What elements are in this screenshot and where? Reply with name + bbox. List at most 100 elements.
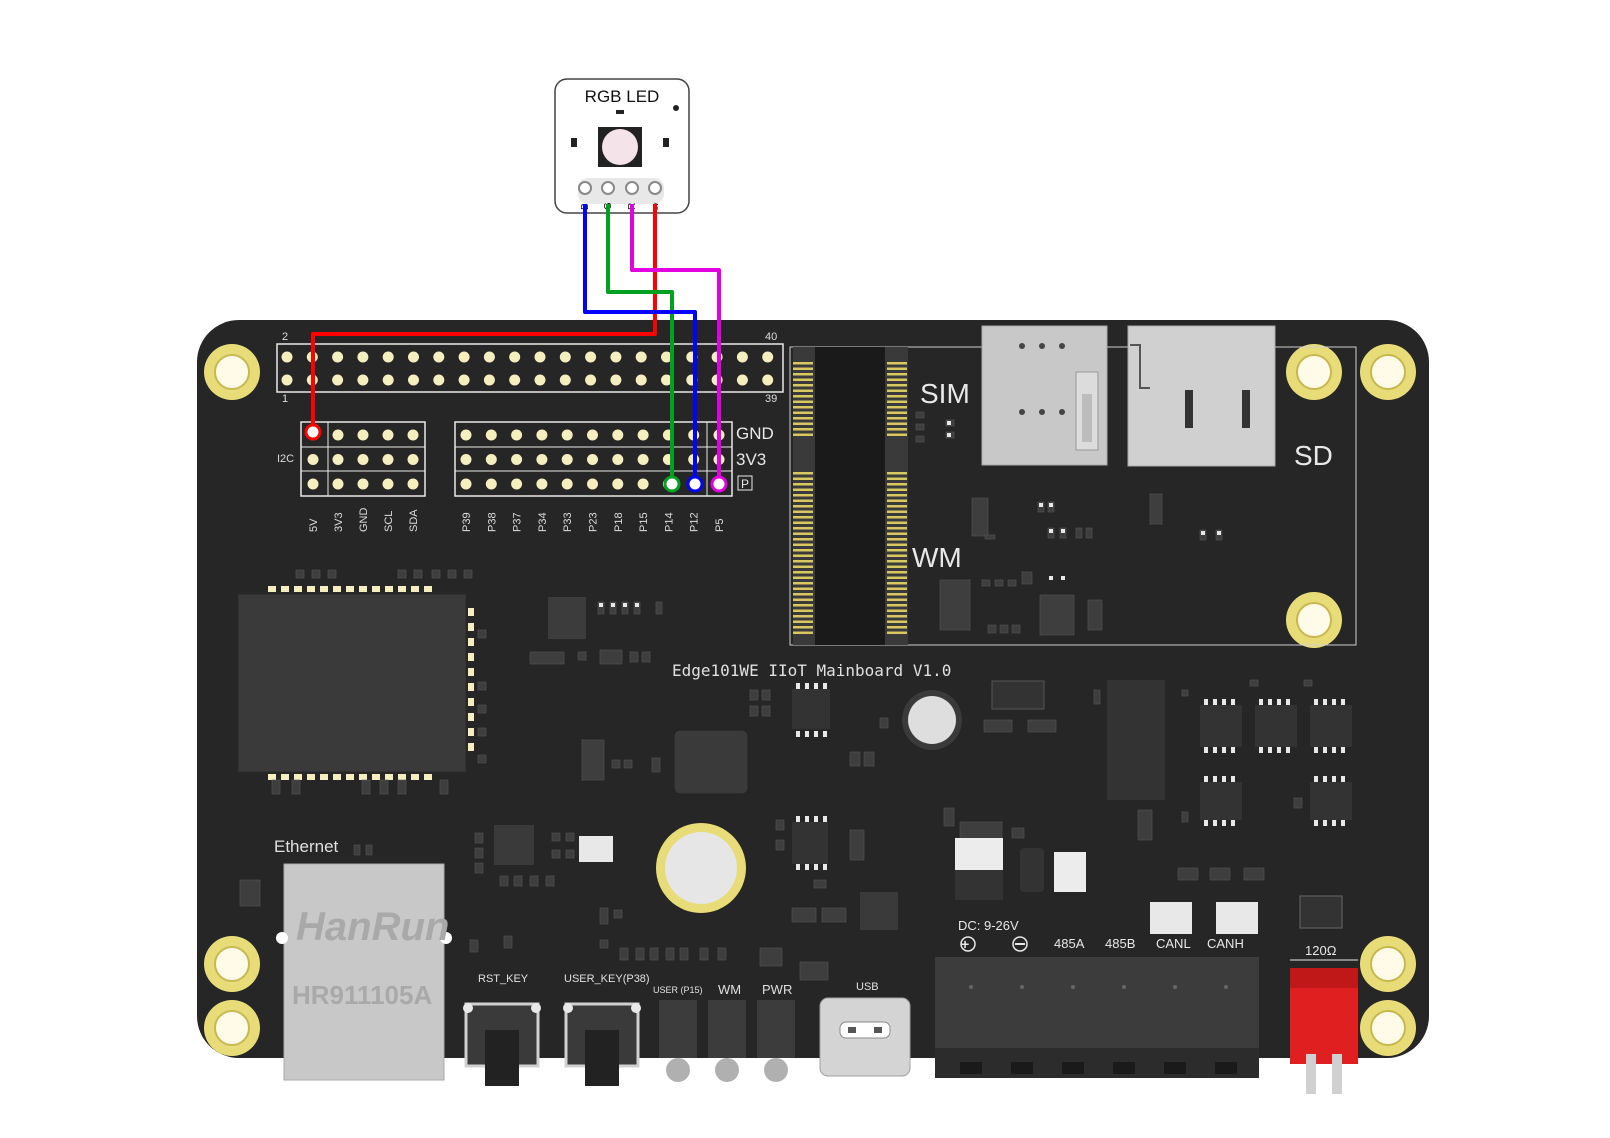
header-pin: [357, 374, 369, 386]
buzzer: [665, 832, 737, 904]
gpio-pin: [536, 454, 548, 465]
header-pin: [661, 351, 672, 363]
rst-key-label: RST_KEY: [478, 973, 529, 985]
wire-blue: [583, 204, 697, 484]
gpio-pin-label: P15: [638, 512, 650, 532]
wires: [311, 204, 721, 484]
usb-c-port[interactable]: [819, 997, 911, 1077]
chip-u3: [494, 825, 534, 865]
gpio-pin-label: P14: [663, 512, 675, 532]
gpio-pin-label: P23: [588, 512, 600, 532]
header-pin: [610, 374, 622, 386]
gpio-pin: [587, 478, 598, 490]
i2c-pin: [307, 478, 319, 490]
header-pin: [661, 374, 672, 386]
i2c-pin: [307, 454, 319, 465]
header-pin: [458, 374, 470, 386]
mounting-hole: [1286, 592, 1342, 648]
termination-jumper[interactable]: [1290, 968, 1358, 1094]
wire-blue-end: [686, 475, 704, 493]
i2c-pin: [332, 478, 344, 490]
led-pin: [578, 181, 592, 195]
gpio-pin: [485, 478, 497, 490]
header-pin: [483, 351, 495, 363]
usb-label: USB: [856, 981, 879, 993]
led-smd: [579, 836, 613, 862]
gpio-pin: [612, 478, 624, 490]
gpio-pin-label: P34: [537, 512, 549, 532]
power-pin-label: GND: [358, 508, 370, 533]
jumper-header: [1299, 895, 1343, 929]
ic-b: [1255, 705, 1297, 747]
i2c-pin: [357, 478, 369, 490]
gpio-pin: [612, 429, 624, 441]
sim-socket: [981, 325, 1108, 466]
capacitor-smd: [1054, 852, 1086, 892]
user-key-button[interactable]: [563, 1002, 641, 1086]
led-lens: [602, 129, 638, 165]
power-pin-label: SCL: [383, 511, 395, 532]
ethernet-jack: HanRun HR911105A: [276, 863, 452, 1081]
gpio-pin-label: P39: [461, 512, 473, 532]
mounting-hole: [204, 936, 260, 992]
header-pin: [534, 351, 546, 363]
svg-text:+: +: [961, 936, 969, 952]
header-pin: [559, 351, 571, 363]
header-pin: [408, 351, 419, 363]
dc-label: DC: 9-26V: [958, 918, 1019, 933]
board-title: Edge101WE IIoT Mainboard V1.0: [672, 661, 951, 680]
gpio-header-pins: [281, 351, 774, 386]
gpio-pin: [587, 429, 598, 441]
fuse: [1020, 848, 1044, 892]
wm-label: WM: [912, 542, 962, 573]
chip-u1: [548, 597, 586, 639]
chip-u4: [792, 822, 828, 864]
wire-endpoints: [304, 423, 728, 493]
i2c-pin: [332, 454, 344, 465]
header-pin: [281, 374, 293, 386]
header-pin: [762, 351, 774, 363]
main-processor-chip: [237, 586, 474, 780]
header-pin: [736, 374, 748, 386]
mounting-hole: [204, 344, 260, 400]
gpio-pin-label: P38: [486, 512, 498, 532]
gpio-pin-label: P18: [613, 512, 625, 532]
header-pin: [281, 351, 293, 363]
wire-magenta-end: [710, 475, 728, 493]
header-pin: [483, 374, 495, 386]
sim-label: SIM: [920, 378, 970, 409]
gpio-pin: [511, 454, 523, 465]
v33-rail-label: 3V3: [736, 450, 766, 469]
power-pin-label: 3V3: [333, 512, 345, 532]
gpio-pin: [561, 478, 573, 490]
i2c-label: I2C: [277, 453, 294, 465]
led-pin: [648, 181, 662, 195]
ethernet-model: HR911105A: [292, 980, 432, 1010]
mounting-hole: [204, 1000, 260, 1056]
gpio-pin: [511, 478, 523, 490]
wire-green-end: [663, 475, 681, 493]
i2c-pin: [357, 454, 369, 465]
i2c-pin: [332, 429, 344, 441]
smd-components: [239, 411, 1345, 981]
i2c-pin: [382, 454, 394, 465]
gpio-pin-label: P12: [689, 512, 701, 532]
ethernet-label: Ethernet: [274, 837, 339, 856]
gpio-header-outline: [276, 343, 784, 393]
led-pin: [601, 181, 615, 195]
sd-label: SD: [1294, 440, 1333, 471]
header-num-top-left: 2: [282, 331, 288, 343]
power-pin-label: 5V: [308, 518, 320, 532]
gpio-pin: [637, 478, 649, 490]
header-pin: [458, 351, 470, 363]
pwr-led-label: PWR: [762, 982, 792, 997]
i2c-block-outline: [300, 421, 426, 497]
terminal-label: 485B: [1105, 936, 1135, 951]
gpio-pin: [612, 454, 624, 465]
rst-key-button[interactable]: [463, 1002, 541, 1086]
terminal-label: 485A: [1054, 936, 1085, 951]
